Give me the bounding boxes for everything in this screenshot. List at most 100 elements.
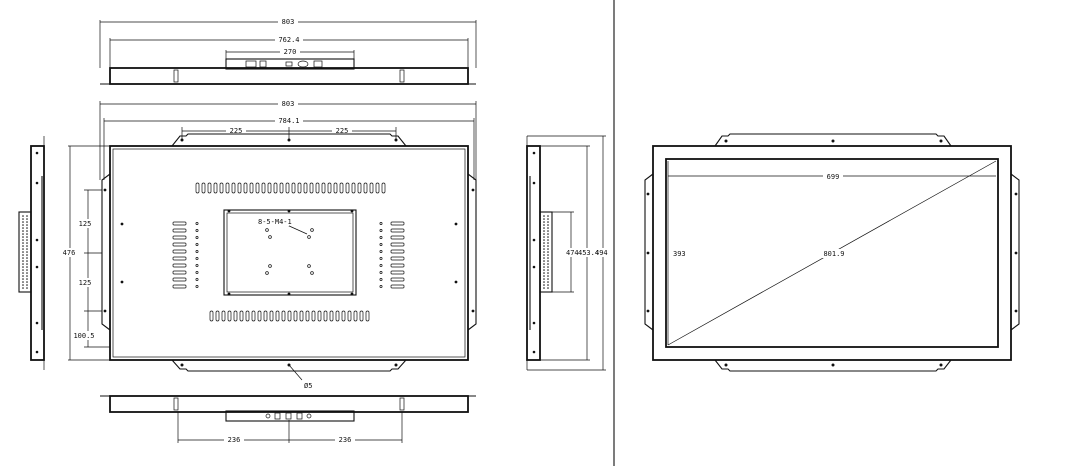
connector-pin <box>22 281 24 283</box>
connector-pin <box>547 281 549 283</box>
connector-pin <box>22 272 24 274</box>
vent-slot <box>201 182 206 194</box>
connector-pin <box>26 227 28 229</box>
vent-slot <box>225 182 230 194</box>
connector-pin <box>26 263 28 265</box>
dim-left-hole-offset: 225 <box>230 127 243 135</box>
vent-slot <box>390 263 405 268</box>
vent-slot <box>390 256 405 261</box>
left-side-view <box>18 136 45 370</box>
vesa-plate <box>223 209 357 296</box>
vent-slot <box>299 310 304 322</box>
connector-pin <box>26 275 28 277</box>
vent-slot <box>291 182 296 194</box>
connector-pin <box>547 221 549 223</box>
vent-slot <box>245 310 250 322</box>
dim-bracket-span: 784.1 <box>278 117 299 125</box>
active-area <box>665 158 999 348</box>
vent-slot <box>381 182 386 194</box>
vent-slot <box>297 182 302 194</box>
dim-right-hole-offset: 225 <box>336 127 349 135</box>
vent-slot <box>263 310 268 322</box>
connector-pin <box>26 287 28 289</box>
vent-slot <box>172 277 187 282</box>
display-front-view: 699 393 801.9 <box>644 133 1020 372</box>
connector-pin <box>26 221 28 223</box>
vent-slot <box>237 182 242 194</box>
connector-pin <box>547 233 549 235</box>
vent-slot <box>353 310 358 322</box>
vent-slot <box>215 310 220 322</box>
dim-left-lower-spacing: 100.5 <box>73 332 94 340</box>
vent-slot <box>315 182 320 194</box>
bottom-view-body <box>109 395 469 413</box>
vent-hole <box>379 278 383 281</box>
vent-slot <box>359 310 364 322</box>
vent-hole <box>195 271 199 274</box>
connector-pin <box>22 215 24 217</box>
connector-pin <box>22 221 24 223</box>
connector-pin <box>547 224 549 226</box>
connector-pin <box>22 287 24 289</box>
vent-hole <box>379 229 383 232</box>
vent-hole <box>195 285 199 288</box>
connector-pin <box>22 218 24 220</box>
dim-side-mid-height: 453.4 <box>578 249 599 257</box>
connector-pin <box>547 287 549 289</box>
vent-slot <box>172 256 187 261</box>
vent-slot <box>172 242 187 247</box>
vent-slot <box>390 235 405 240</box>
vent-slot <box>279 182 284 194</box>
connector-pin <box>26 272 28 274</box>
connector-pin <box>543 272 545 274</box>
dim-top-overall: 803 <box>282 18 295 26</box>
right-side-connector <box>539 211 553 293</box>
vent-slot <box>172 235 187 240</box>
vent-hole <box>379 250 383 253</box>
connector-pin <box>547 260 549 262</box>
bottom-view: 236 236 <box>100 395 476 444</box>
right-side-view: 474 453.4 494 <box>526 135 612 371</box>
connector-pin <box>26 251 28 253</box>
dim-active-height: 393 <box>673 250 686 258</box>
dim-side-inner-height: 474 <box>566 249 579 257</box>
vent-slot <box>255 182 260 194</box>
vent-slot <box>339 182 344 194</box>
connector-pin <box>26 242 28 244</box>
connector-pin <box>543 257 545 259</box>
vent-slot <box>273 182 278 194</box>
dim-top-bezel: 762.4 <box>278 36 299 44</box>
vent-column-left <box>172 221 199 289</box>
vent-slot <box>281 310 286 322</box>
vent-slot <box>269 310 274 322</box>
vent-hole <box>379 285 383 288</box>
vent-slot <box>351 182 356 194</box>
connector-pin <box>547 245 549 247</box>
vent-hole <box>379 257 383 260</box>
display-frame <box>652 145 1012 361</box>
connector-pin <box>22 242 24 244</box>
vent-slot <box>363 182 368 194</box>
connector-pin <box>26 245 28 247</box>
vent-hole <box>195 222 199 225</box>
connector-pin <box>543 260 545 262</box>
connector-pin <box>543 266 545 268</box>
vent-slot <box>172 228 187 233</box>
front-view: 803 784.1 225 225 Ø5 <box>60 99 477 390</box>
vent-slot <box>333 182 338 194</box>
vent-hole <box>195 264 199 267</box>
connector-pin <box>22 230 24 232</box>
dim-left-middle-spacing: 125 <box>79 279 92 287</box>
connector-pin <box>22 266 24 268</box>
connector-pin <box>26 218 28 220</box>
vent-hole <box>379 271 383 274</box>
vent-slot <box>335 310 340 322</box>
connector-pin <box>543 275 545 277</box>
vent-slot <box>390 284 405 289</box>
connector-pin <box>547 266 549 268</box>
vent-slot <box>172 284 187 289</box>
connector-pin <box>22 236 24 238</box>
dim-front-height: 476 <box>63 249 76 257</box>
dim-top-port: 270 <box>284 48 297 56</box>
vent-hole <box>195 243 199 246</box>
